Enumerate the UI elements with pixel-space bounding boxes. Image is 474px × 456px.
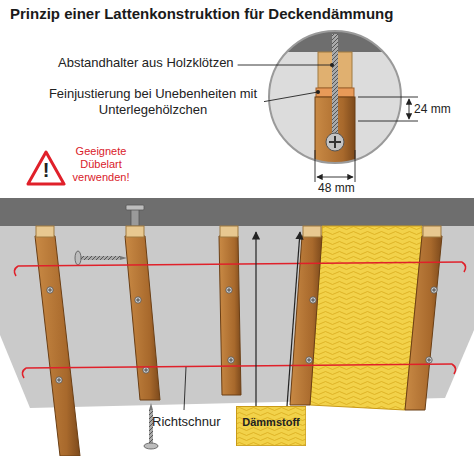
warning-mark: ! <box>26 150 66 181</box>
node-label: Dämmstoff <box>236 406 306 429</box>
leader-line <box>184 367 186 410</box>
insulation <box>310 226 422 410</box>
detail-zoom <box>260 25 420 177</box>
dowel-symbol <box>126 205 144 226</box>
spacer-blocks <box>36 226 441 237</box>
warning-triangle: ! <box>26 150 66 186</box>
part-label: Feinjustierung bei Unebenheiten mit Unte… <box>46 86 260 117</box>
insulation-piece: Dämmstoff <box>236 406 306 446</box>
warning-note: Geeignete Dübelart verwenden! <box>68 145 134 185</box>
battens <box>35 236 442 456</box>
ceiling-slab <box>0 198 474 226</box>
part-label: Richtschnur <box>152 414 221 430</box>
dimension: 48 mm <box>318 181 355 195</box>
leader-line <box>264 92 318 102</box>
leader-dots <box>316 63 334 94</box>
dimension: 24 mm <box>414 102 451 116</box>
screw-symbol <box>75 251 127 265</box>
mount-arrow <box>287 232 300 406</box>
guide-string <box>14 262 465 378</box>
part-label: Abstandhalter aus Holzklötzen <box>58 55 234 71</box>
title: Prinzip einer Lattenkonstruktion für Dec… <box>10 5 393 22</box>
mount-arrow <box>255 232 256 406</box>
screw-heads <box>47 287 437 383</box>
leader-line <box>238 65 332 66</box>
dimension-lines <box>315 97 418 182</box>
